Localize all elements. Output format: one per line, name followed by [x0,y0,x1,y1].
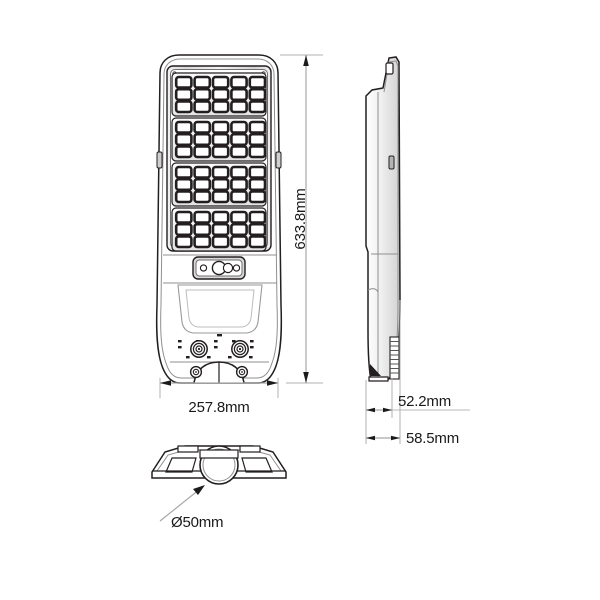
sensor-lens-secondary-icon [222,262,234,274]
bottom-tab-left [177,445,199,453]
bolt-small-left [189,365,203,379]
dimension-depth-lower [366,435,400,441]
dimension-height-label: 633.8mm [292,188,309,249]
side-top-detail [385,62,394,75]
side-bracket-wedge [370,364,381,376]
side-lug [388,155,395,170]
dimension-width-label: 257.8mm [188,399,249,416]
dimension-pole-diameter-label: Ø50mm [171,514,223,531]
led-module-1 [171,72,267,117]
led-module-group [171,72,267,252]
bolt-large-right [231,340,249,358]
led-module-4 [171,207,267,252]
pole-opening [199,445,239,485]
sensor-module [192,256,246,280]
bolt-large-left [190,340,208,358]
led-module-3 [171,162,267,207]
bolt-small-right [235,365,249,379]
side-heatsink-fins [389,336,400,380]
front-view [155,54,283,384]
bottom-tab-right [239,445,261,453]
side-base-plate [368,376,389,382]
front-right-lug [275,151,282,169]
dimension-depth-lower-label: 58.5mm [406,430,459,447]
dimension-pole-diameter [159,485,205,522]
front-left-lug [156,151,163,169]
sensor-indicator-left-icon [199,264,208,272]
bottom-panel-left [165,457,197,473]
sensor-indicator-right-icon [232,264,241,272]
dimension-height [303,55,309,383]
dimension-depth-upper [366,407,470,413]
housing-recess-panel [177,284,263,334]
side-view [365,56,401,382]
bottom-view [151,445,287,485]
led-module-2 [171,117,267,162]
bottom-panel-right [241,457,273,473]
dimension-depth-upper-label: 52.2mm [398,393,451,410]
center-tab-mark [217,334,222,337]
dimension-width [160,380,278,386]
